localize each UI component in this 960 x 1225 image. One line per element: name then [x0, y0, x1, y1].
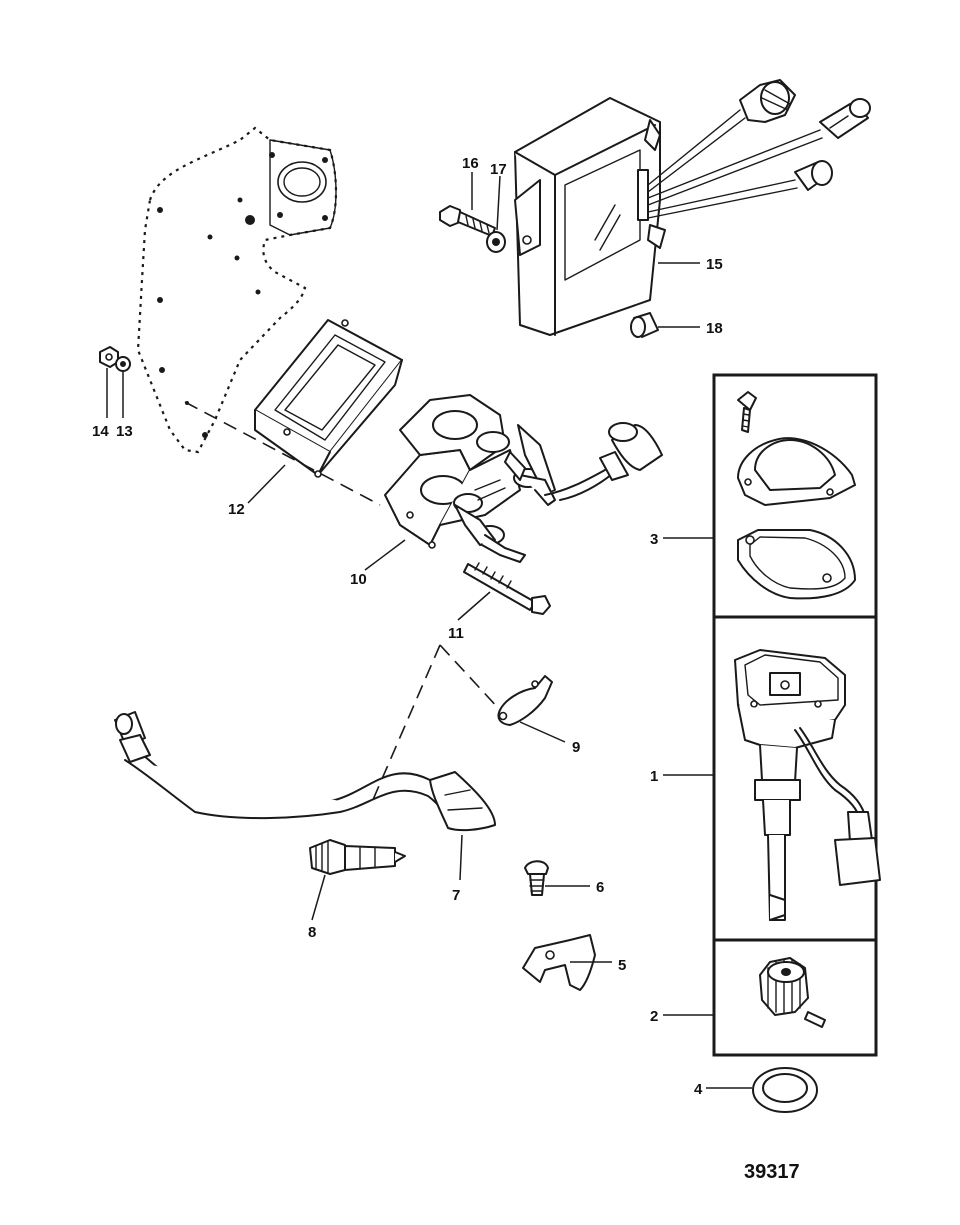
callout-16: 16 [462, 155, 479, 172]
kit-frame [712, 373, 878, 1057]
connector-upper [739, 79, 796, 123]
callout-18: 18 [706, 320, 723, 337]
mounting-plate [136, 126, 338, 454]
spacer-18 [630, 312, 659, 338]
screw-16 [439, 205, 496, 237]
distributor-1 [734, 649, 881, 921]
screw-11 [463, 562, 551, 615]
drive-gear-2 [759, 957, 826, 1028]
callout-7: 7 [452, 887, 460, 904]
callout-12: 12 [228, 501, 245, 518]
callout-17: 17 [490, 161, 507, 178]
callout-9: 9 [572, 739, 580, 756]
callout-10: 10 [350, 571, 367, 588]
washer-17 [486, 231, 506, 253]
callout-8: 8 [308, 924, 316, 941]
coil-bracket-12 [254, 319, 403, 478]
spark-plug-lead-7 [114, 711, 496, 832]
leader-lines [106, 172, 752, 1089]
screw-6 [524, 860, 549, 896]
figure-number: 39317 [744, 1161, 800, 1183]
callout-3: 3 [650, 531, 658, 548]
ignition-coil-10 [384, 394, 663, 563]
callout-1: 1 [650, 768, 658, 785]
callouts: 14 13 12 10 11 16 17 15 18 9 7 8 6 5 3 1… [92, 155, 723, 1098]
switch-box-15 [514, 97, 823, 336]
cover-kit-3 [737, 391, 856, 600]
callout-13: 13 [116, 423, 133, 440]
seal-ring-4 [752, 1067, 818, 1113]
clip-5 [522, 934, 596, 991]
callout-5: 5 [618, 957, 626, 974]
callout-15: 15 [706, 256, 723, 273]
clamp-9 [497, 675, 553, 726]
spark-plug-8 [309, 839, 406, 875]
callout-2: 2 [650, 1008, 658, 1025]
callout-4: 4 [694, 1081, 703, 1098]
callout-14: 14 [92, 423, 109, 440]
callout-11: 11 [448, 625, 464, 642]
connector-middle [819, 98, 871, 139]
washer-13 [115, 356, 131, 372]
connector-lower [794, 160, 833, 191]
callout-6: 6 [596, 879, 604, 896]
